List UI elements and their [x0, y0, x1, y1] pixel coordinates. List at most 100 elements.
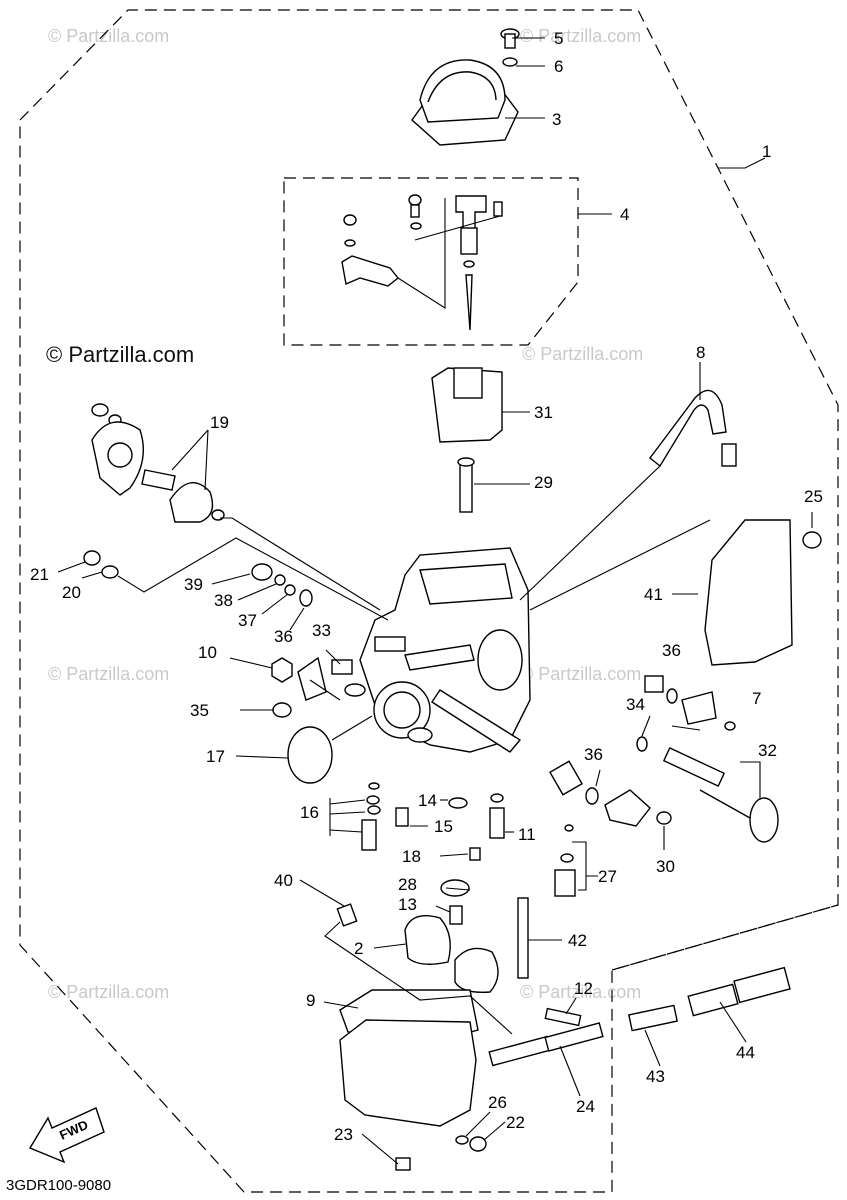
- screw-5: [500, 28, 520, 49]
- watermark: © Partzilla.com: [520, 982, 641, 1002]
- plunger-32: [662, 747, 779, 843]
- callout-2: 2: [354, 939, 363, 958]
- callout-1: 1: [762, 142, 771, 161]
- jet-29: [457, 457, 475, 513]
- callout-23: 23: [334, 1125, 353, 1144]
- lever-7: [681, 691, 717, 725]
- float-bowl: [339, 1019, 477, 1127]
- cover-31: [431, 367, 503, 443]
- o-ring-36a: [299, 589, 313, 607]
- jet-14: [448, 797, 468, 809]
- assembly-outline: [19, 9, 839, 1193]
- nut-10: [271, 657, 293, 683]
- callout-10: 10: [198, 643, 217, 662]
- leader-lines: [57, 37, 813, 1165]
- top-cover-3: [411, 59, 519, 146]
- callout-14: 14: [418, 791, 437, 810]
- hose-44b: [733, 966, 791, 1004]
- watermark: © Partzilla.com: [522, 344, 643, 364]
- callout-31: 31: [534, 403, 553, 422]
- watermark: © Partzilla.com: [520, 26, 641, 46]
- fwd-arrow: FWD: [28, 1107, 105, 1164]
- callout-16: 16: [300, 803, 319, 822]
- ring-27a: [564, 824, 574, 832]
- clip-7: [724, 721, 736, 731]
- callout-13: 13: [398, 895, 417, 914]
- subassembly-4-parts: [341, 194, 503, 331]
- watermark: © Partzilla.com: [48, 982, 169, 1002]
- callout-34: 34: [626, 695, 645, 714]
- watermark: © Partzilla.com: [520, 664, 641, 684]
- callout-35: 35: [190, 701, 209, 720]
- watermark: © Partzilla.com: [48, 664, 169, 684]
- callout-33: 33: [312, 621, 331, 640]
- valve-11: [489, 807, 505, 839]
- callout-30: 30: [656, 857, 675, 876]
- seal-39: [251, 563, 273, 581]
- callout-7: 7: [752, 689, 761, 708]
- callout-29: 29: [534, 473, 553, 492]
- carburetor-body: [344, 547, 531, 753]
- callout-26: 26: [488, 1093, 507, 1112]
- ring-16c: [367, 805, 381, 815]
- spring-36c: [549, 760, 583, 796]
- callout-3: 3: [552, 110, 561, 129]
- washer-6: [502, 57, 518, 67]
- callout-43: 43: [646, 1067, 665, 1086]
- jet-28: [440, 879, 470, 897]
- parts: [83, 28, 822, 1171]
- pin-42: [517, 897, 529, 979]
- jet-15: [395, 807, 409, 827]
- hose-24b: [544, 1022, 604, 1052]
- screw-27: [554, 869, 576, 897]
- seal-36b: [666, 688, 678, 704]
- washer-37: [284, 584, 296, 596]
- ring-38: [274, 574, 286, 586]
- hose-24a: [488, 1035, 552, 1067]
- screw-25: [802, 531, 822, 549]
- callout-8: 8: [696, 343, 705, 362]
- clip-16a: [368, 782, 380, 790]
- callout-21: 21: [30, 565, 49, 584]
- callout-27: 27: [598, 867, 617, 886]
- float-2b: [454, 947, 499, 993]
- diagram-code: 3GDR100-9080: [6, 1177, 111, 1194]
- ring-27b: [560, 853, 574, 863]
- callout-17: 17: [206, 747, 225, 766]
- o-ring-17: [287, 726, 333, 784]
- washer-20: [101, 565, 119, 579]
- screw-16: [361, 819, 377, 851]
- callout-4: 4: [620, 205, 629, 224]
- screw-33: [331, 659, 353, 675]
- callout-9: 9: [306, 991, 315, 1010]
- callout-25: 25: [804, 487, 823, 506]
- callout-36b: 36: [662, 641, 681, 660]
- washer-36c: [585, 787, 599, 805]
- callout-37: 37: [238, 611, 257, 630]
- screw-35: [272, 702, 292, 718]
- callout-36a: 36: [274, 627, 293, 646]
- watermark: © Partzilla.com: [46, 342, 194, 367]
- bracket-10: [297, 656, 327, 701]
- jet-13: [449, 905, 463, 925]
- jet-18: [469, 847, 481, 861]
- callout-12: 12: [574, 979, 593, 998]
- accelerator-pump-19: [91, 403, 225, 523]
- callout-24: 24: [576, 1097, 595, 1116]
- float-2a: [404, 915, 451, 965]
- washer-26: [455, 1135, 469, 1145]
- callout-5: 5: [554, 29, 563, 48]
- callout-41: 41: [644, 585, 663, 604]
- cover-41: [704, 519, 793, 666]
- callout-32: 32: [758, 741, 777, 760]
- subassembly-4-outline: [283, 177, 579, 346]
- ring-16b: [366, 795, 380, 805]
- callout-42: 42: [568, 931, 587, 950]
- screw-40: [336, 903, 358, 927]
- callout-11: 11: [518, 825, 536, 844]
- pin-12: [544, 1007, 582, 1027]
- callout-22: 22: [506, 1113, 525, 1132]
- screw-30: [656, 811, 672, 825]
- callout-19: 19: [210, 413, 229, 432]
